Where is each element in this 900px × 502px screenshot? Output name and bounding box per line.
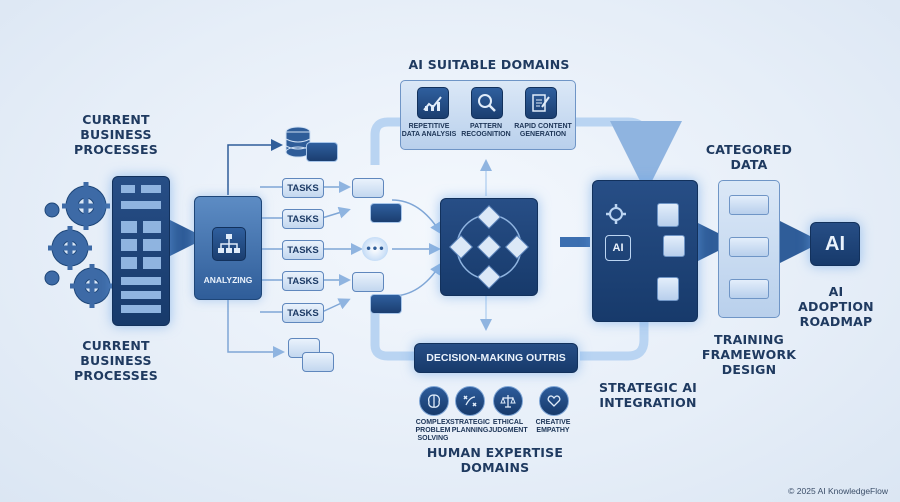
ai-badge: AI <box>810 222 860 266</box>
domain-label: STRATEGIC PLANNING <box>450 419 490 434</box>
task-item: TASKS <box>282 209 324 229</box>
flowchart-icon <box>121 185 161 313</box>
chat-bubble-icon <box>352 178 384 198</box>
human-expertise-title: HUMAN EXPERTISE DOMAINS <box>426 445 564 475</box>
document-icon <box>657 203 679 227</box>
ai-suitable-title: AI SUITABLE DOMAINS <box>408 57 570 72</box>
process-board <box>112 176 170 326</box>
scales-icon <box>493 386 523 416</box>
magnifier-icon <box>471 87 503 119</box>
data-card <box>729 195 769 215</box>
chat-bubble-icon <box>306 142 338 162</box>
integration-panel: AI <box>592 180 698 322</box>
strategic-integration-title: STRATEGIC AI INTEGRATION <box>598 380 698 410</box>
task-item: TASKS <box>282 303 324 323</box>
domain-label: CREATIVE EMPATHY <box>535 419 571 434</box>
decision-making-bar: DECISION-MAKING OUTRIS <box>414 343 578 373</box>
domain-label: PATTERN RECOGNITION <box>461 123 511 138</box>
categorized-data-panel <box>718 180 780 318</box>
brain-icon <box>419 386 449 416</box>
copyright-footer: © 2025 AI KnowledgeFlow <box>788 486 888 496</box>
domain-label: ETHICAL JUDGMENT <box>488 419 528 434</box>
domain-label: RAPID CONTENT GENERATION <box>514 123 572 138</box>
data-card <box>729 237 769 257</box>
analyzing-panel: ANALYZING <box>194 196 262 300</box>
domain-label: COMPLEX PROBLEM SOLVING <box>415 419 451 442</box>
document-pen-icon <box>525 87 557 119</box>
gear-icon <box>606 204 626 224</box>
decision-hub <box>440 198 538 296</box>
domain-label: REPETITIVE DATA ANALYSIS <box>401 123 457 138</box>
analyzing-label: ANALYZING <box>203 275 253 285</box>
task-item: TASKS <box>282 271 324 291</box>
gears-icon <box>44 182 114 308</box>
categorized-data-title: CATEGORED DATA <box>705 142 793 172</box>
current-processes-title-bottom: CURRENT BUSINESS PROCESSES <box>74 338 158 383</box>
data-card <box>729 279 769 299</box>
strategy-icon <box>455 386 485 416</box>
network-diamond-icon <box>448 204 530 290</box>
chat-bubble-icon <box>352 272 384 292</box>
ai-chip-icon: AI <box>605 235 631 261</box>
chat-bubble-icon <box>370 294 402 314</box>
training-framework-title: TRAINING FRAMEWORK DESIGN <box>701 332 797 377</box>
task-item: TASKS <box>282 178 324 198</box>
ai-suitable-panel: REPETITIVE DATA ANALYSIS PATTERN RECOGNI… <box>400 80 576 150</box>
document-icon <box>657 277 679 301</box>
ai-roadmap-title: AI ADOPTION ROADMAP <box>798 284 874 329</box>
task-item: TASKS <box>282 240 324 260</box>
chat-bubble-icon <box>370 203 402 223</box>
heart-head-icon <box>539 386 569 416</box>
document-icon <box>663 235 685 257</box>
database-icon <box>285 126 311 158</box>
chart-icon <box>417 87 449 119</box>
hierarchy-icon <box>212 227 246 261</box>
chat-bubble-icon <box>302 352 334 372</box>
ellipsis-bubble-icon: ••• <box>362 237 388 261</box>
current-processes-title-top: CURRENT BUSINESS PROCESSES <box>74 112 158 157</box>
